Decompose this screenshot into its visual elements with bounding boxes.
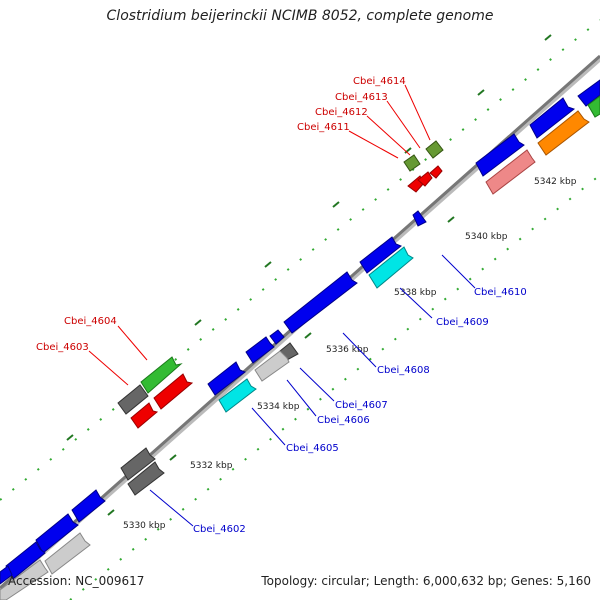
label-cbei-4603[interactable]: Cbei_4603: [36, 342, 89, 353]
tick-label-5334: 5334 kbp: [257, 402, 300, 412]
cds-cbei-4604[interactable]: [140, 356, 183, 394]
outer-strand-features: [117, 140, 444, 429]
cds-orange[interactable]: [537, 110, 590, 156]
label-cbei-4609[interactable]: Cbei_4609: [436, 317, 489, 328]
cds-red-4604b[interactable]: [153, 373, 194, 410]
cds-cbei-4609[interactable]: [368, 246, 414, 289]
tick-label-5336: 5336 kbp: [326, 345, 369, 355]
cds-cbei-4605[interactable]: [218, 378, 257, 413]
cds-blue-edge[interactable]: [577, 79, 600, 107]
cds-cbei-4607[interactable]: [245, 336, 275, 364]
label-cbei-4610[interactable]: Cbei_4610: [474, 287, 527, 298]
cds-gray-g[interactable]: [0, 559, 49, 600]
label-cbei-4611[interactable]: Cbei_4611: [297, 122, 350, 133]
cds-small-blue[interactable]: [412, 210, 427, 227]
cds-large-blue[interactable]: [283, 271, 358, 334]
genome-summary: Topology: circular; Length: 6,000,632 bp…: [261, 574, 591, 588]
label-cbei-4605[interactable]: Cbei_4605: [286, 443, 339, 454]
cds-blue-b[interactable]: [529, 97, 576, 139]
cds-blue-4605b[interactable]: [207, 361, 247, 396]
red-label-leaders: [88, 84, 431, 386]
label-cbei-4602[interactable]: Cbei_4602: [193, 524, 246, 535]
label-cbei-4608[interactable]: Cbei_4608: [377, 365, 430, 376]
cds-blue-a[interactable]: [475, 133, 525, 177]
cds-cbei-4606b[interactable]: [254, 350, 290, 382]
cds-cbei-4614[interactable]: [425, 140, 444, 159]
tick-label-5332: 5332 kbp: [190, 461, 233, 471]
inner-strand-features: [0, 79, 600, 600]
cds-cbei-4603[interactable]: [117, 384, 149, 415]
cds-red-4603b[interactable]: [130, 402, 159, 429]
cds-cbei-4610[interactable]: [359, 236, 402, 274]
label-cbei-4606[interactable]: Cbei_4606: [317, 415, 370, 426]
outer-dotted-ring: [0, 19, 600, 501]
cds-cbei-4602[interactable]: [127, 461, 165, 496]
cds-cbei-4611[interactable]: [403, 154, 421, 172]
cds-pink[interactable]: [485, 149, 536, 195]
accession-label: Accession: NC_009617: [8, 574, 145, 588]
blue-label-leaders: [149, 254, 476, 527]
cds-small-blue-2[interactable]: [269, 329, 285, 345]
cds-green-edge[interactable]: [587, 95, 600, 118]
cds-blue-c[interactable]: [71, 489, 106, 523]
cds-cbei-4613[interactable]: [417, 171, 433, 187]
tick-label-5340: 5340 kbp: [465, 232, 508, 242]
cds-red-4613b[interactable]: [429, 165, 443, 179]
map-title: Clostridium beijerinckii NCIMB 8052, com…: [106, 8, 494, 24]
label-cbei-4612[interactable]: Cbei_4612: [315, 107, 368, 118]
cds-blue-edge-left[interactable]: [0, 565, 13, 585]
label-cbei-4604[interactable]: Cbei_4604: [64, 316, 117, 327]
inner-dotted-ring: [69, 174, 600, 600]
cds-gray-e[interactable]: [44, 532, 91, 575]
label-cbei-4614[interactable]: Cbei_4614: [353, 76, 406, 87]
label-cbei-4607[interactable]: Cbei_4607: [335, 400, 388, 411]
tick-label-5342: 5342 kbp: [534, 177, 577, 187]
cds-blue-f[interactable]: [5, 541, 46, 580]
label-cbei-4613[interactable]: Cbei_4613: [335, 92, 388, 103]
tick-label-5330: 5330 kbp: [123, 521, 166, 531]
tick-label-5338: 5338 kbp: [394, 288, 437, 298]
cds-gray-4602a[interactable]: [120, 447, 156, 481]
